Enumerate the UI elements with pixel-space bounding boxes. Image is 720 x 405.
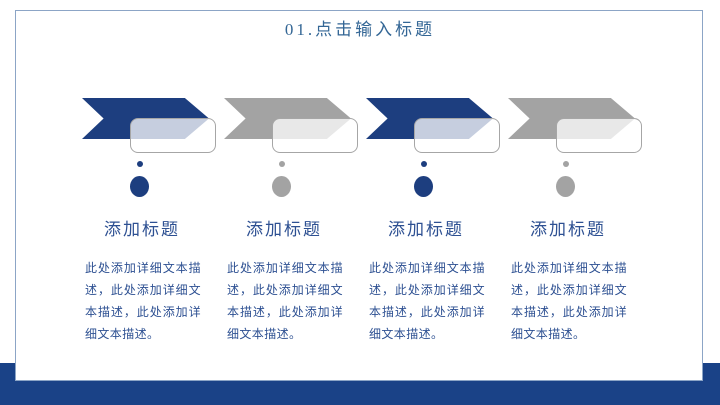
connector-dot-large (556, 176, 575, 197)
step-heading-placeholder[interactable]: 添加标题 (388, 220, 464, 239)
connector-dot-small (421, 161, 427, 167)
step-heading-placeholder[interactable]: 添加标题 (246, 220, 322, 239)
connector-dot-small (563, 161, 569, 167)
step-body-placeholder[interactable]: 此处添加详细文本描述，此处添加详细文本描述，此处添加详细文本描述。 (85, 261, 201, 341)
step-body-placeholder[interactable]: 此处添加详细文本描述，此处添加详细文本描述，此处添加详细文本描述。 (227, 261, 343, 341)
step-heading-placeholder[interactable]: 添加标题 (104, 220, 180, 239)
step-body-placeholder[interactable]: 此处添加详细文本描述，此处添加详细文本描述，此处添加详细文本描述。 (511, 261, 627, 341)
step-body-placeholder[interactable]: 此处添加详细文本描述，此处添加详细文本描述，此处添加详细文本描述。 (369, 261, 485, 341)
connector-dot-small (137, 161, 143, 167)
content-panel-border (15, 10, 703, 381)
connector-dot-small (279, 161, 285, 167)
connector-dot-large (414, 176, 433, 197)
rounded-placeholder-box (272, 118, 358, 153)
connector-dot-large (272, 176, 291, 197)
step-group: 添加标题 此处添加详细文本描述，此处添加详细文本描述，此处添加详细文本描述。 (366, 0, 508, 405)
rounded-placeholder-box (414, 118, 500, 153)
connector-dot-large (130, 176, 149, 197)
rounded-placeholder-box (130, 118, 216, 153)
step-group: 添加标题 此处添加详细文本描述，此处添加详细文本描述，此处添加详细文本描述。 (224, 0, 366, 405)
step-heading-placeholder[interactable]: 添加标题 (530, 220, 606, 239)
rounded-placeholder-box (556, 118, 642, 153)
slide-title-placeholder[interactable]: 01.点击输入标题 (284, 20, 436, 39)
step-group: 添加标题 此处添加详细文本描述，此处添加详细文本描述，此处添加详细文本描述。 (508, 0, 650, 405)
step-group: 添加标题 此处添加详细文本描述，此处添加详细文本描述，此处添加详细文本描述。 (82, 0, 224, 405)
